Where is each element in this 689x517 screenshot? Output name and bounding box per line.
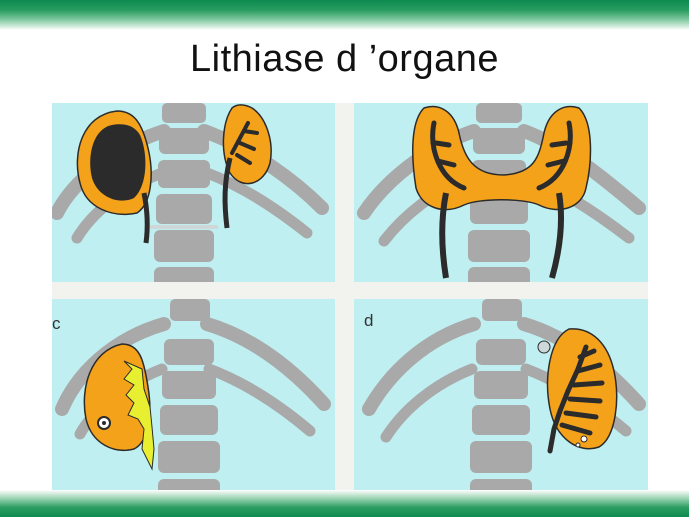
panel-b bbox=[354, 103, 648, 282]
top-decor-bar bbox=[0, 0, 689, 30]
slide-title: Lithiase d ’organe bbox=[0, 38, 689, 81]
panel-a bbox=[52, 103, 335, 282]
panel-label-c: c bbox=[52, 314, 61, 334]
panel-d: d bbox=[354, 299, 648, 496]
kidney-illustration: c d bbox=[52, 103, 648, 496]
panel-label-d: d bbox=[364, 311, 373, 331]
bottom-decor-bar bbox=[0, 490, 689, 517]
panel-c: c bbox=[52, 299, 335, 496]
